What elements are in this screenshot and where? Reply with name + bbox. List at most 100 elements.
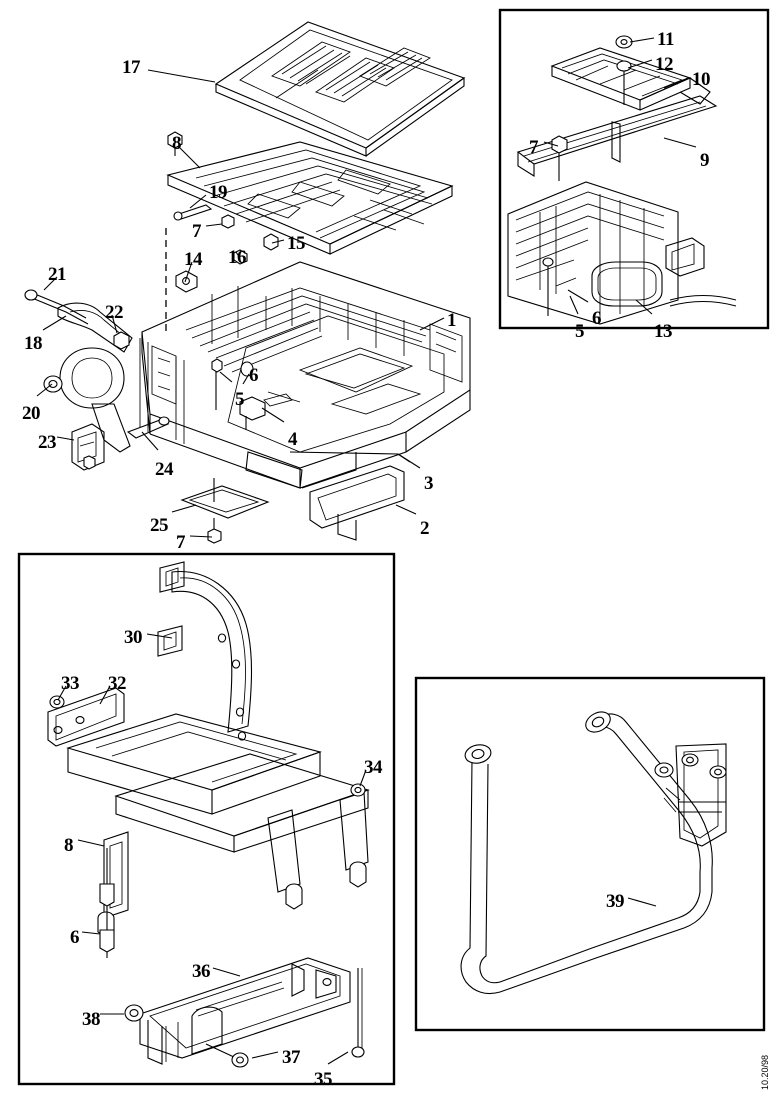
- part-17-floor-plate: [214, 21, 466, 157]
- callout-6: 6: [70, 927, 80, 948]
- panel-frames: [17, 8, 770, 1086]
- part-38-bolt: [124, 1004, 144, 1022]
- inset-right-geometry: [460, 711, 727, 995]
- upper-deck-frame: [166, 141, 454, 255]
- callout-15: 15: [287, 233, 306, 254]
- callout-3: 3: [424, 473, 434, 494]
- inset-bottom-geometry: [47, 561, 370, 1068]
- callout-5: 5: [575, 321, 585, 342]
- leader-line-7: [205, 223, 223, 227]
- leader-line-9: [663, 137, 697, 148]
- callout-39: 39: [606, 891, 625, 912]
- leader-line-3: [397, 453, 421, 469]
- callout-25: 25: [150, 515, 169, 536]
- leader-line-7: [189, 535, 213, 538]
- callout-22: 22: [105, 302, 124, 323]
- part-39-bar: [460, 711, 727, 995]
- leader-line-35: [327, 1051, 349, 1065]
- part-5-rod: [211, 358, 223, 410]
- figure-code: 10.20/98: [760, 1054, 770, 1090]
- lower-left-frame: [66, 713, 370, 938]
- leader-line-5: [219, 371, 233, 383]
- part-15-bolt: [263, 233, 279, 251]
- leader-line-39: [627, 897, 657, 907]
- part-12-bolt: [616, 60, 632, 105]
- callout-16: 16: [228, 247, 247, 268]
- callout-19: 19: [209, 182, 228, 203]
- inset-lower-body: [507, 181, 737, 325]
- leader-line-16: [235, 251, 241, 259]
- callout-38: 38: [82, 1009, 101, 1030]
- callout-17: 17: [122, 57, 141, 78]
- callout-4: 4: [288, 429, 298, 450]
- part-25-pad: [180, 478, 270, 534]
- leader-line-30: [146, 633, 173, 639]
- callout-10: 10: [692, 69, 711, 90]
- leader-line-6: [81, 931, 101, 935]
- part-14-bracket: [175, 270, 198, 293]
- leader-line-32: [99, 685, 111, 705]
- leader-line-13: [635, 299, 653, 315]
- part-19-pin: [173, 204, 213, 221]
- callout-36: 36: [192, 961, 211, 982]
- callout-21: 21: [48, 264, 67, 285]
- callout-35: 35: [314, 1069, 333, 1090]
- callout-9: 9: [700, 150, 710, 171]
- leader-line-36: [212, 967, 241, 977]
- leader-line-7: [543, 141, 559, 147]
- left-linkage-assembly: [24, 289, 185, 471]
- callout-23: 23: [38, 432, 57, 453]
- leader-line-6: [242, 373, 250, 385]
- callout-34: 34: [364, 757, 383, 778]
- leader-line-37: [251, 1051, 279, 1059]
- callout-8: 8: [172, 133, 182, 154]
- leader-line-20: [36, 383, 53, 397]
- part-36-rail: [139, 957, 351, 1065]
- part-34-bolt: [350, 783, 366, 797]
- leader-line-22: [111, 314, 118, 334]
- leader-line-6: [567, 289, 589, 303]
- leader-line-15: [271, 239, 285, 244]
- callout-7: 7: [529, 137, 539, 158]
- frame-upper-right: [498, 8, 770, 330]
- callout-5: 5: [235, 389, 245, 410]
- leader-line-18: [42, 315, 67, 331]
- leader-line-5: [569, 295, 579, 315]
- callout-8: 8: [64, 835, 74, 856]
- callout-6: 6: [249, 365, 259, 386]
- callout-1: 1: [447, 310, 457, 331]
- leader-line-23: [56, 436, 75, 441]
- callout-6: 6: [592, 308, 602, 329]
- part-35-rod: [351, 968, 365, 1058]
- leader-line-12: [627, 59, 653, 69]
- callout-13: 13: [654, 321, 673, 342]
- part-37-bolt: [205, 1043, 249, 1068]
- part-7-nut-main: [221, 214, 235, 229]
- callout-24: 24: [155, 459, 174, 480]
- part-32-bar: [47, 687, 125, 747]
- callout-11: 11: [657, 29, 674, 50]
- callout-32: 32: [108, 673, 127, 694]
- callout-12: 12: [655, 54, 674, 75]
- part-6-bushing: [240, 361, 254, 377]
- inset-top-geometry: [507, 35, 737, 325]
- callout-33: 33: [61, 673, 80, 694]
- leader-line-17: [147, 69, 216, 83]
- part-8-bolt-upper: [167, 131, 183, 156]
- part-33-bolt: [49, 695, 65, 709]
- part-30-curved-arm: [157, 561, 253, 741]
- leader-line-8: [77, 839, 105, 847]
- callout-18: 18: [24, 333, 43, 354]
- leader-line-25: [171, 504, 197, 513]
- leader-line-8: [179, 147, 201, 169]
- main-view-geometry: [24, 21, 471, 544]
- part-2-step: [309, 465, 405, 541]
- part-11-washer: [615, 35, 633, 49]
- leader-line-2: [395, 504, 417, 515]
- leader-line-4: [261, 407, 285, 423]
- callout-20: 20: [22, 403, 41, 424]
- part-8-6-rod: [99, 848, 115, 958]
- leader-line-33: [57, 685, 67, 701]
